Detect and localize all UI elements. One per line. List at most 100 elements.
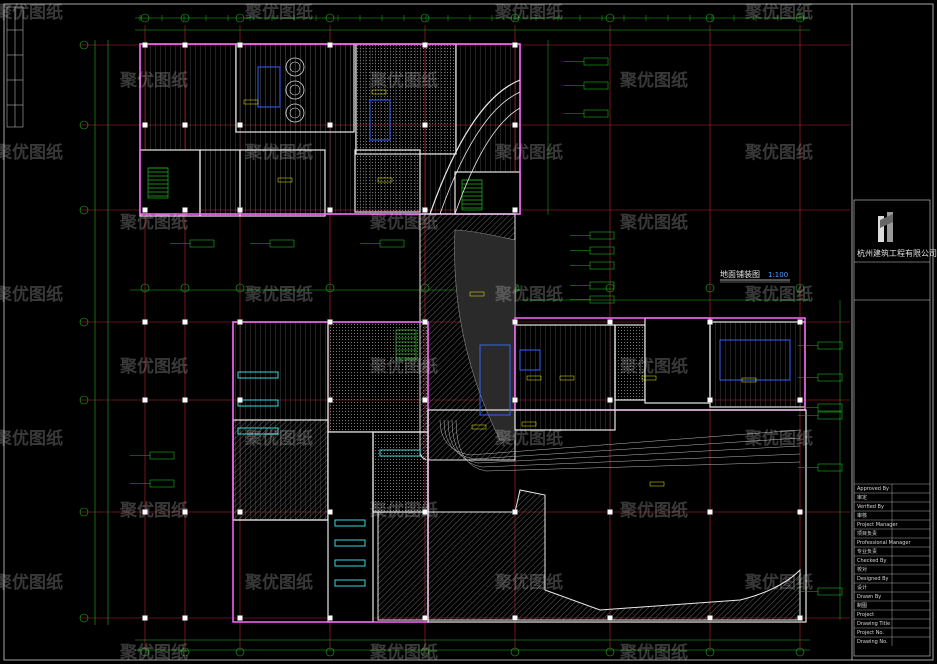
grid-bubble (325, 647, 335, 657)
furniture (519, 349, 541, 371)
column (422, 42, 428, 48)
watermark-text: 聚优图纸 (119, 70, 188, 91)
plan-scale-text: 1:100 (768, 271, 788, 279)
column (237, 319, 243, 325)
furniture (719, 339, 791, 381)
column (237, 42, 243, 48)
watermark-text: 聚优图纸 (619, 70, 688, 91)
watermark-text: 聚优图纸 (494, 284, 563, 305)
grid-bubble (180, 283, 190, 293)
plan-title-text: 地面铺装图 (720, 269, 760, 279)
column (237, 122, 243, 128)
watermark-text: 聚优图纸 (494, 572, 563, 593)
room-tag (469, 291, 485, 297)
watermark-text: 聚优图纸 (369, 642, 438, 663)
column (512, 42, 518, 48)
title-block-field: 设计 (857, 584, 867, 591)
column (182, 207, 188, 213)
lower-core (327, 321, 429, 433)
company-logo (878, 212, 893, 242)
watermark-text: 聚优图纸 (0, 142, 63, 163)
column (142, 319, 148, 325)
title-block-field: 项目负责 (857, 530, 877, 537)
grid-bubble (605, 13, 615, 23)
furniture (257, 66, 281, 108)
column (142, 397, 148, 403)
watermark-text: 聚优图纸 (744, 284, 813, 305)
column (607, 615, 613, 621)
column (327, 42, 333, 48)
title-block-field: Project No. (857, 630, 884, 636)
watermark-text: 聚优图纸 (494, 428, 563, 449)
column (142, 207, 148, 213)
toilet-room-lower (372, 431, 429, 513)
title-block-field: Project Manager (857, 522, 899, 528)
title-block-field: Checked By (857, 558, 886, 564)
room-tag (277, 177, 293, 183)
grid-bubble (180, 13, 190, 23)
column (422, 122, 428, 128)
watermark-text: 聚优图纸 (119, 356, 188, 377)
grid-bubble (705, 283, 715, 293)
partition (334, 519, 366, 527)
column (327, 319, 333, 325)
lower-room-a (514, 324, 616, 431)
grid-bubble (235, 283, 245, 293)
column (797, 397, 803, 403)
company-name: 杭州建筑工程有限公司 (857, 248, 937, 258)
column (707, 615, 713, 621)
stair (461, 179, 483, 211)
column (422, 207, 428, 213)
watermark-text: 聚优图纸 (244, 2, 313, 23)
paving-sweep (447, 419, 801, 464)
watermark-text: 聚优图纸 (369, 70, 438, 91)
column (797, 615, 803, 621)
curved-wall (429, 79, 521, 215)
curved-wall-inner (439, 91, 521, 215)
title-block-field: Drawing No. (857, 639, 888, 645)
title-block-field: 校对 (857, 566, 867, 573)
title-block-field: Professional Manager (857, 540, 911, 546)
lower-corridor (327, 431, 374, 623)
grid-bubble (79, 507, 89, 517)
title-block-field: Designed By (857, 576, 889, 582)
column (422, 615, 428, 621)
watermark-text: 聚优图纸 (744, 572, 813, 593)
grid-bubble (79, 395, 89, 405)
building-plan (139, 42, 807, 623)
room-tag (526, 375, 542, 381)
grid-bubble (795, 283, 805, 293)
watermark-text: 聚优图纸 (244, 428, 313, 449)
watermark-text: 聚优图纸 (0, 2, 63, 23)
column (422, 397, 428, 403)
grid-bubble (325, 283, 335, 293)
grid-bubble (795, 13, 805, 23)
column (512, 615, 518, 621)
column (327, 122, 333, 128)
room-tag (559, 375, 575, 381)
column (142, 42, 148, 48)
callout-labels (130, 57, 843, 596)
watermark-text: 聚优图纸 (744, 142, 813, 163)
column (182, 397, 188, 403)
column (327, 509, 333, 515)
column (237, 397, 243, 403)
grid-bubble (510, 647, 520, 657)
column (512, 207, 518, 213)
title-block-field: Drawn By (857, 594, 881, 600)
watermark-text: 聚优图纸 (744, 2, 813, 23)
grid-bubble (235, 13, 245, 23)
column (422, 509, 428, 515)
column (512, 397, 518, 403)
grid-bubble (235, 647, 245, 657)
partition (334, 539, 366, 547)
column (237, 509, 243, 515)
watermark-text: 聚优图纸 (0, 572, 63, 593)
upper-room-b (239, 149, 326, 217)
column (707, 509, 713, 515)
watermark-text: 聚优图纸 (244, 284, 313, 305)
grid-bubble (605, 647, 615, 657)
column (422, 319, 428, 325)
revision-table (6, 6, 24, 128)
